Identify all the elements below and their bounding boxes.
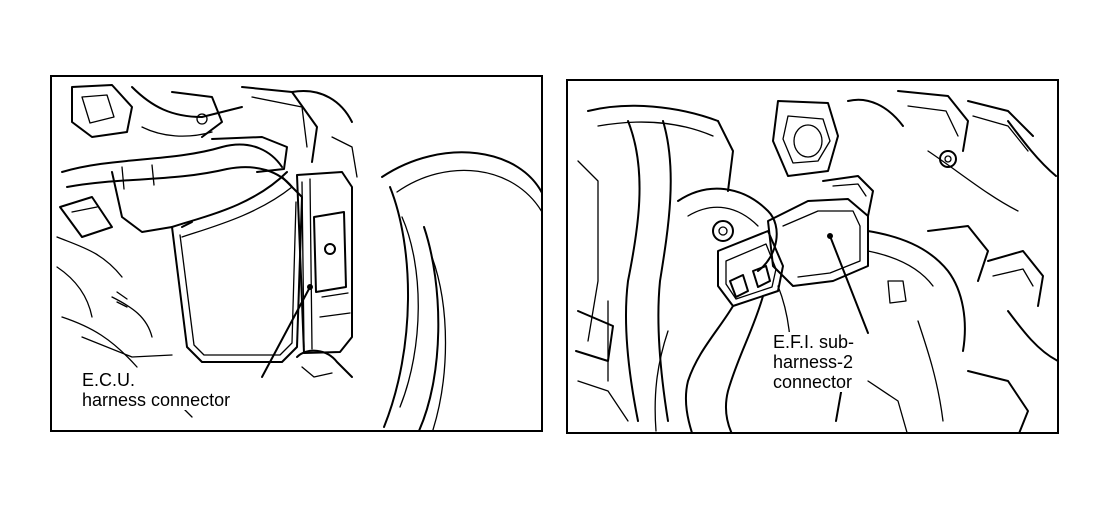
- ecu-connector: [296, 171, 353, 354]
- efi-line-drawing: [575, 90, 1057, 432]
- efi-connector-body: [767, 198, 869, 287]
- ecu-illustration-panel: E.C.U. harness connector: [50, 75, 543, 432]
- efi-illustration-panel: E.F.I. sub- harness-2 connector: [566, 79, 1059, 434]
- ecu-line-drawing: [56, 84, 541, 430]
- efi-leader-line: [829, 235, 869, 334]
- efi-label-line-3: connector: [773, 372, 853, 392]
- ecu-leader-line: [261, 286, 311, 378]
- ecu-connector-label: E.C.U. harness connector: [82, 370, 231, 410]
- efi-connector-label: E.F.I. sub- harness-2 connector: [773, 332, 855, 392]
- wheel-arch: [381, 151, 541, 194]
- efi-label-line-1: E.F.I. sub-: [773, 332, 855, 352]
- efi-label-line-2: harness-2: [773, 352, 854, 372]
- efi-connector-plug: [717, 230, 784, 307]
- ecu-label-line-2: harness connector: [82, 390, 231, 410]
- ecu-label-line-1: E.C.U.: [82, 370, 136, 390]
